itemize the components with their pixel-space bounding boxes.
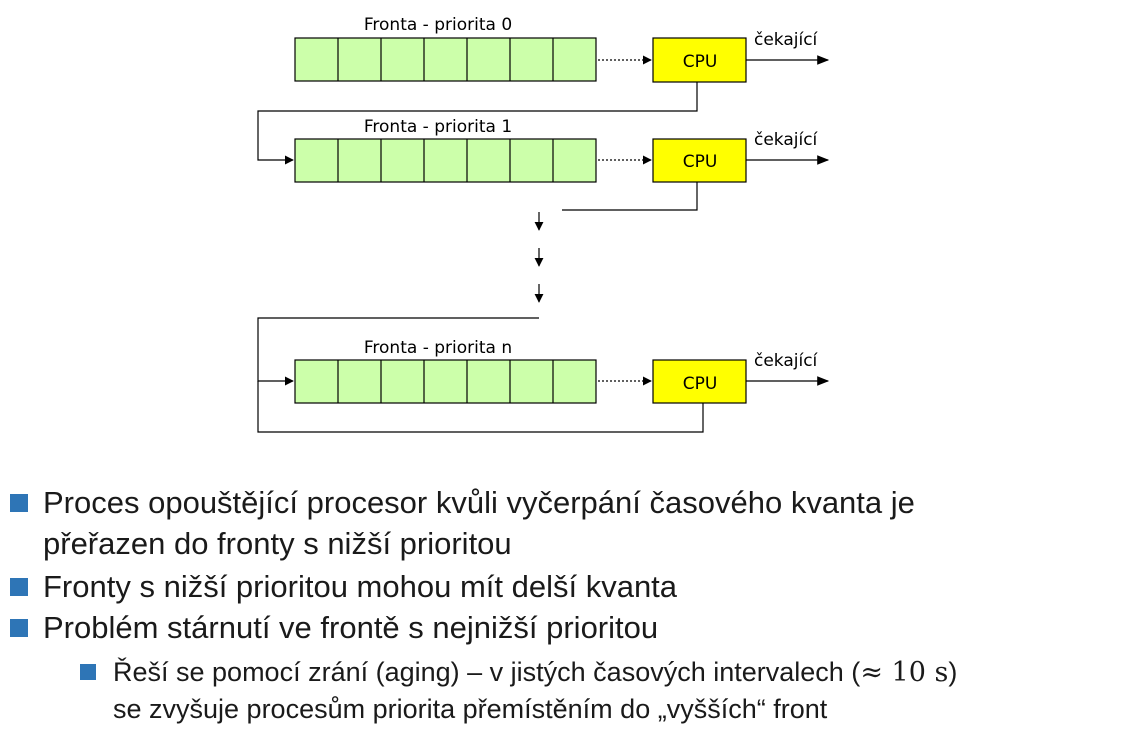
feedback-1-down-line <box>562 182 698 211</box>
cpu-0-label: CPU <box>683 52 718 72</box>
bullet-square-icon <box>10 578 28 596</box>
subbullet-item: Řeší se pomocí zrání (aging) – v jistých… <box>80 654 1120 727</box>
queue-1-label: Fronta - priorita 1 <box>364 117 512 137</box>
queue-n-slots <box>294 359 597 404</box>
queue-0-label: Fronta - priorita 0 <box>364 15 512 35</box>
bullet-1-line-2: přeřazen do fronty s nižší prioritou <box>43 526 512 561</box>
subbullet-square-icon <box>80 664 96 680</box>
bullet-square-icon <box>10 619 28 637</box>
cpu-n-box <box>652 359 747 404</box>
waiting-n-label: čekající <box>754 351 819 371</box>
bullet-3-text: Problém stárnutí ve frontě s nejnižší pr… <box>43 610 659 645</box>
queue-0-slots <box>294 37 597 82</box>
cpu-1-label: CPU <box>683 152 718 172</box>
waiting-1-label: čekající <box>754 130 819 150</box>
queue-n-label: Fronta - priorita n <box>364 338 512 358</box>
bullet-item-3: Problém stárnutí ve frontě s nejnižší pr… <box>10 607 1110 648</box>
bullet-item-2: Fronty s nižší prioritou mohou mít delší… <box>10 566 1110 607</box>
bullet-2-text: Fronty s nižší prioritou mohou mít delší… <box>43 569 678 604</box>
feedback-n-self-loop <box>257 381 704 433</box>
feedback-0-to-1-arrow <box>257 82 698 165</box>
queue-priority-1: Fronta - priorita 1 CPU čekající <box>294 117 830 183</box>
bullet-1-line-1: Proces opouštějící procesor kvůli vyčerp… <box>43 485 915 520</box>
queue-1-slots <box>294 138 597 183</box>
subbullet-line-1: Řeší se pomocí zrání (aging) – v jistých… <box>113 654 1120 691</box>
bullet-square-icon <box>10 494 28 512</box>
queue-priority-n: Fronta - priorita n CPU čekající <box>294 338 830 404</box>
subbullet-line-2: se zvyšuje procesům priorita přemístěním… <box>113 694 828 724</box>
feedback-into-n-arrow <box>257 317 539 386</box>
bullet-item-1: Proces opouštějící procesor kvůli vyčerp… <box>10 482 1110 564</box>
subbullet-line-1-start: Řeší se pomocí zrání (aging) – v jistých… <box>113 657 861 687</box>
multilevel-feedback-queue-diagram: Fronta - priorita 0 CPU čekající Fronta … <box>257 15 830 433</box>
subbullet-line-1-end: ) <box>948 657 958 687</box>
queue-priority-0: Fronta - priorita 0 CPU čekající <box>294 15 830 83</box>
cpu-n-label: CPU <box>683 374 718 394</box>
subbullet-math: ≈ 10 s <box>860 657 949 688</box>
waiting-0-label: čekající <box>754 30 819 50</box>
